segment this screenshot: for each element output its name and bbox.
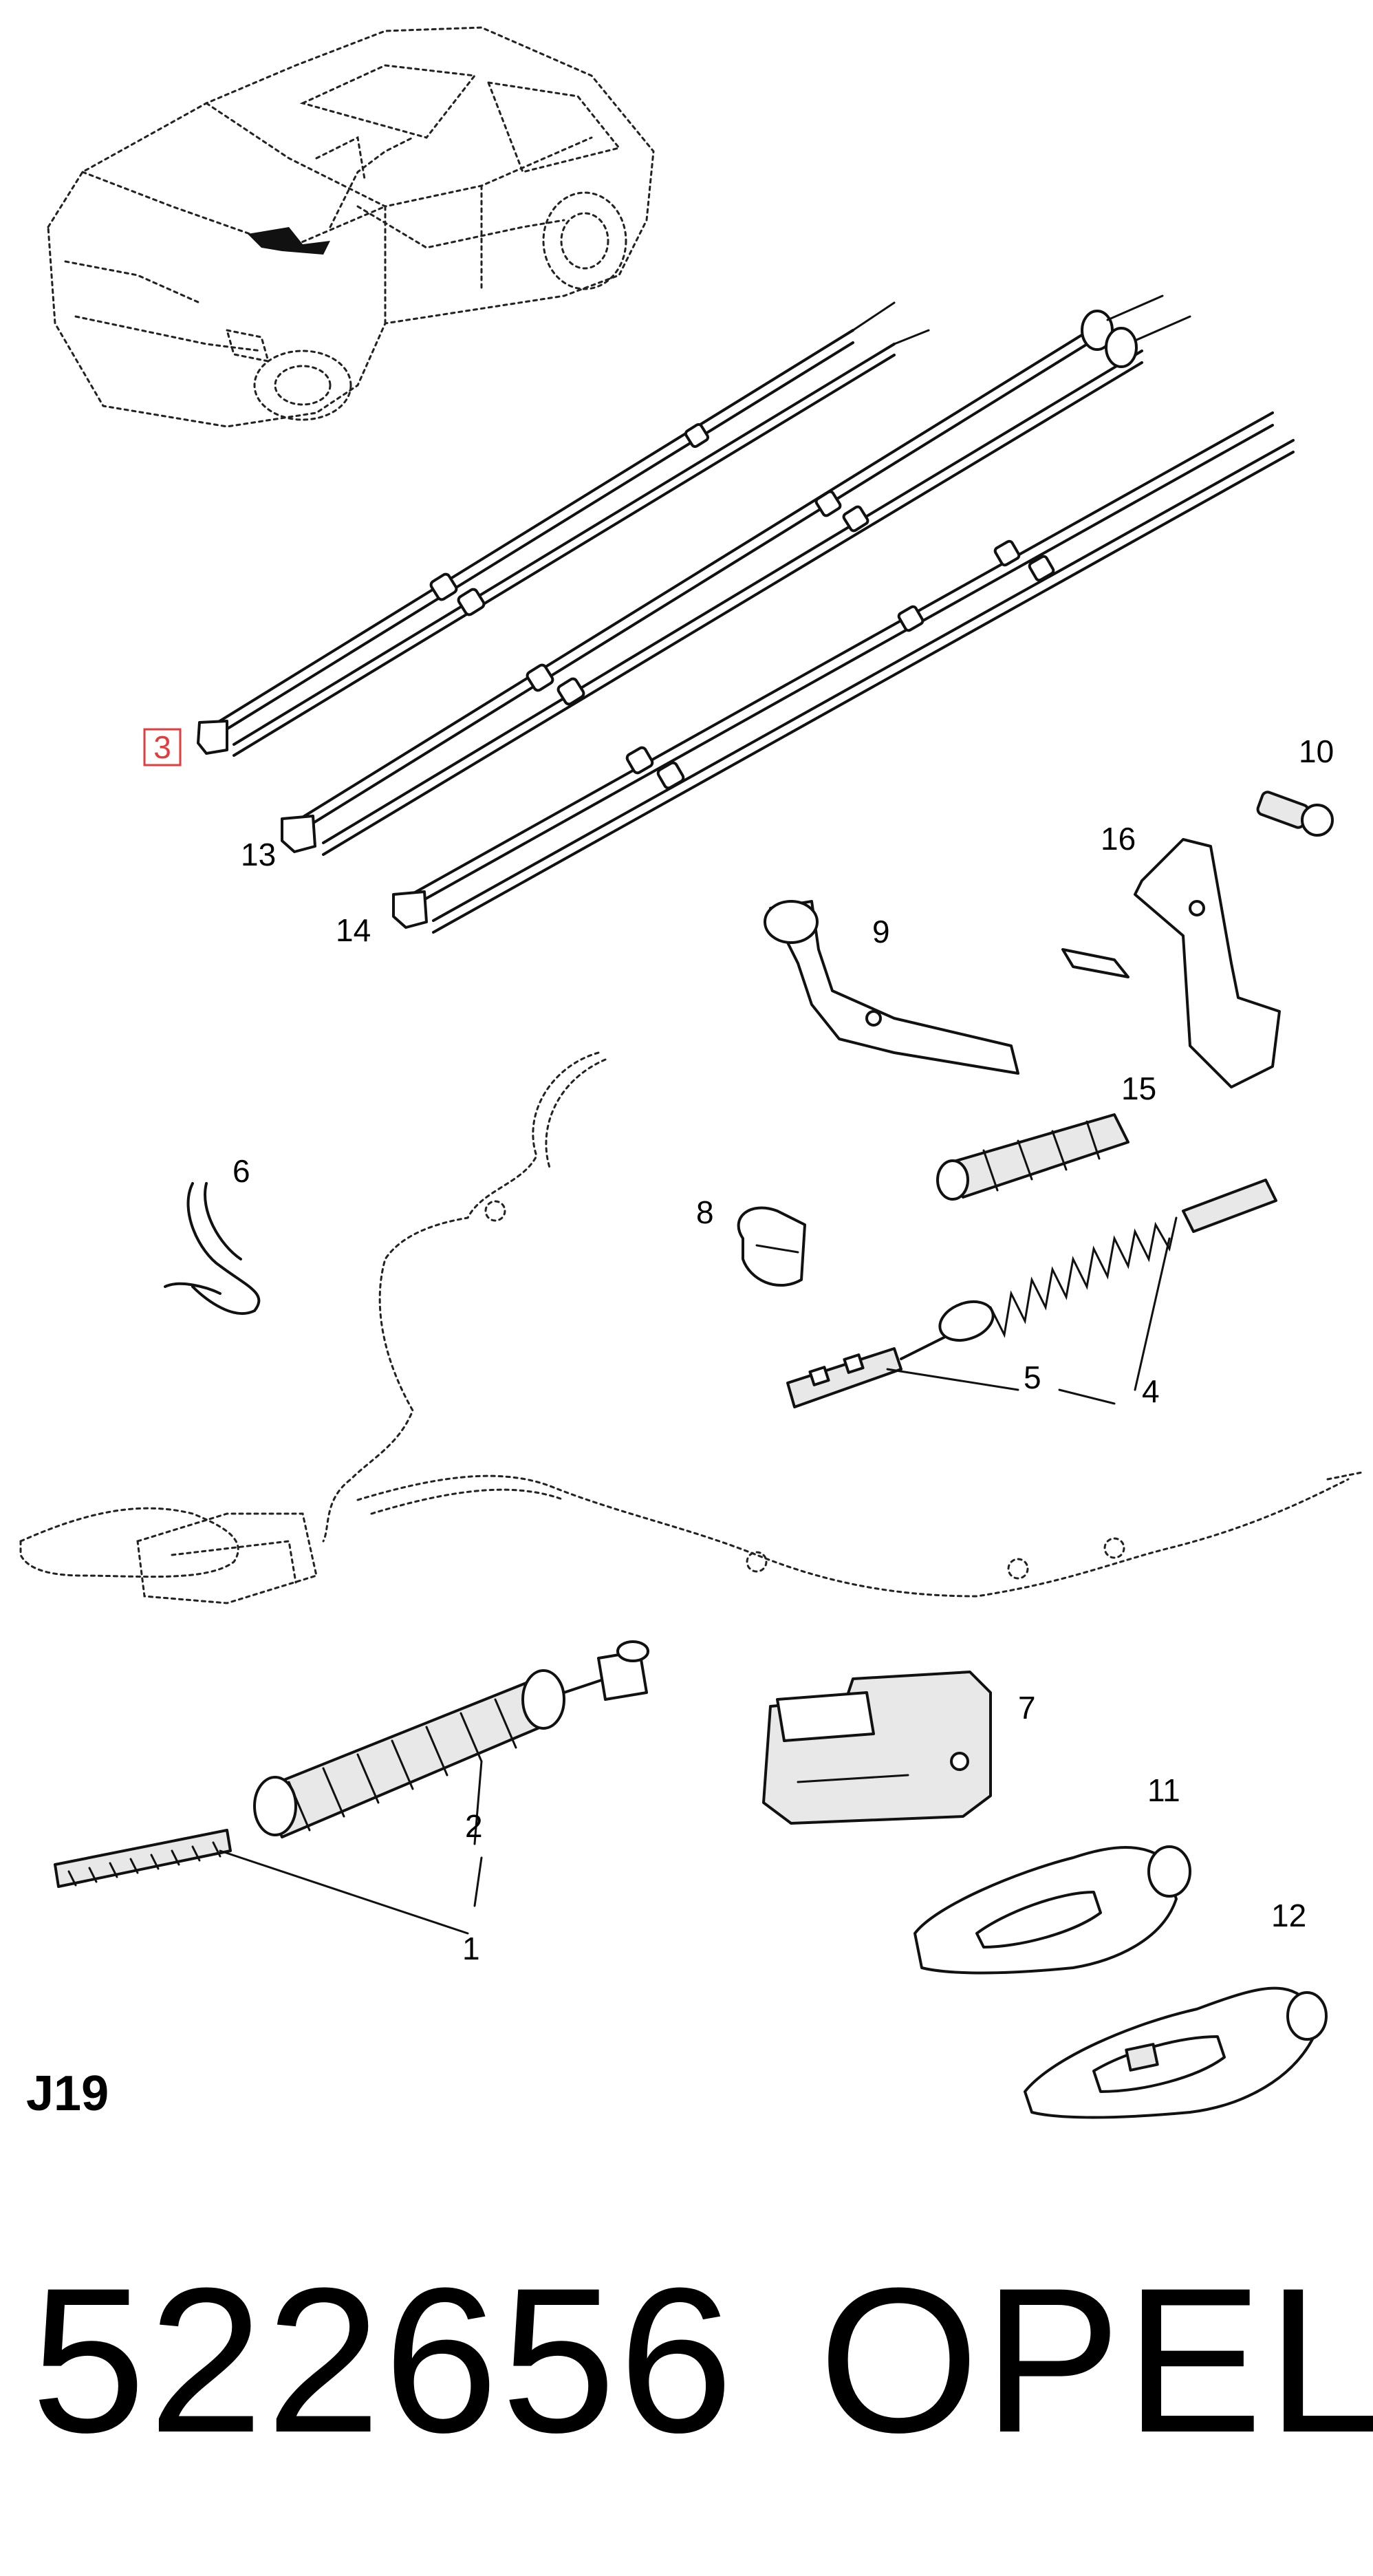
callout-label-6: 6 <box>233 1153 250 1189</box>
diagram-code: J19 <box>26 2066 109 2121</box>
parking-brake-cable-13 <box>281 294 1191 856</box>
callout-label-3: 3 <box>153 729 171 765</box>
cable-routing-overview <box>19 1051 1363 1604</box>
callout-label-2: 2 <box>465 1808 483 1844</box>
car-illustration <box>47 26 655 428</box>
brand-name: OPEL <box>819 2244 1373 2476</box>
callout-label-13: 13 <box>241 837 276 872</box>
callout-label-8: 8 <box>696 1194 714 1230</box>
clip-6 <box>164 1182 261 1316</box>
callout-label-14: 14 <box>336 912 371 948</box>
callout-label-11: 11 <box>1147 1772 1180 1808</box>
guide-7 <box>762 1671 992 1825</box>
callout-3-highlight: 3 <box>143 728 182 766</box>
bracket-12 <box>1024 1986 1328 2119</box>
callout-label-12: 12 <box>1271 1898 1306 1933</box>
callout-label-9: 9 <box>872 914 890 949</box>
parking-brake-cable-14 <box>392 411 1295 934</box>
callout-label-15: 15 <box>1121 1071 1156 1106</box>
boot-15 <box>936 1113 1129 1201</box>
callout-label-4: 4 <box>1142 1373 1160 1409</box>
bolt-10 <box>1256 791 1334 837</box>
clip-8 <box>737 1206 806 1287</box>
clip-9 <box>764 900 1019 1075</box>
bracket-11 <box>913 1845 1191 1975</box>
adjuster-4-5 <box>786 1179 1277 1408</box>
callout-label-7: 7 <box>1018 1690 1036 1726</box>
callout-label-5: 5 <box>1024 1360 1041 1395</box>
callout-label-16: 16 <box>1101 821 1136 857</box>
cable-1-2 <box>54 1640 649 1935</box>
part-number: 522656 <box>31 2244 737 2476</box>
parking-brake-cable-3 <box>197 301 930 757</box>
bracket-16 <box>1061 838 1281 1088</box>
callout-label-10: 10 <box>1299 733 1334 769</box>
callout-label-1: 1 <box>462 1931 480 1966</box>
